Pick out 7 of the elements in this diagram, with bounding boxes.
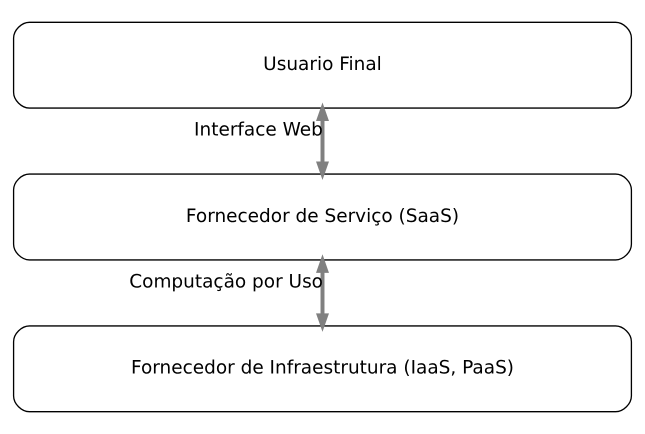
node-box: Usuario Final — [12, 22, 632, 109]
node-box: Fornecedor de Serviço (SaaS) — [12, 173, 632, 261]
arrow — [316, 102, 329, 180]
edge-label: Interface Web — [194, 120, 323, 141]
edge-label: Computação por Uso — [129, 271, 324, 292]
arrow — [316, 254, 329, 332]
node-box: Fornecedor de Infraestrutura (IaaS, PaaS) — [12, 325, 632, 412]
